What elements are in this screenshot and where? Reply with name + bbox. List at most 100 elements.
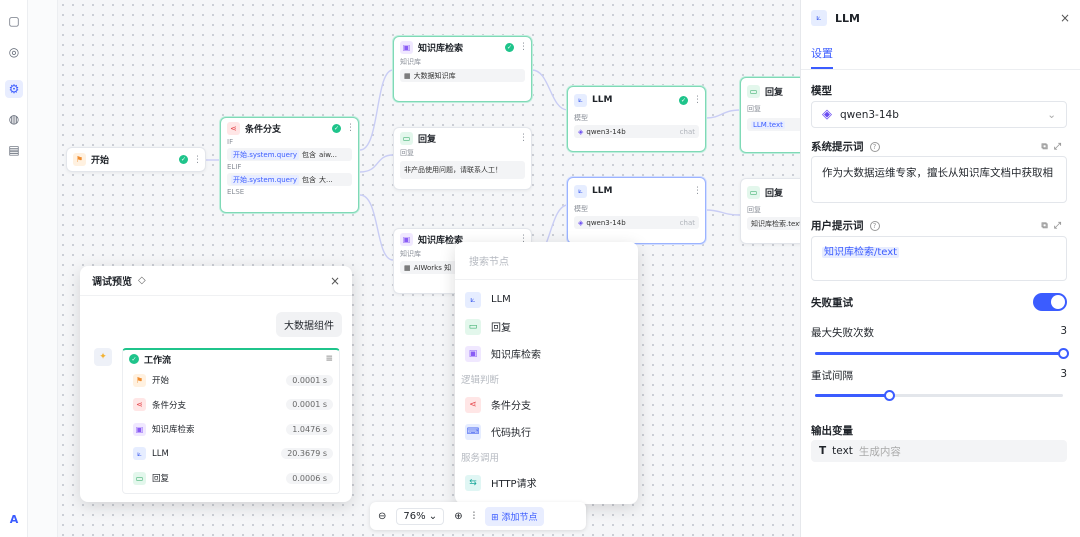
condition-operator: 包含 [301, 175, 316, 184]
prompt-tools[interactable]: ⧉⤢ [1041, 220, 1067, 231]
layout-icon[interactable]: ⫶ [472, 510, 476, 522]
condition-operator: 包含 [301, 150, 316, 159]
model-mode: chat [679, 218, 695, 227]
node-condition-branch[interactable]: ⋖ 条件分支 ✓ ⋮ IF 开始.system.query 包含 aiw... … [220, 117, 359, 213]
zoom-select[interactable]: 76% ⌄ [396, 507, 445, 525]
node-reply-1[interactable]: ▭ 回复 回复 LLM.text [740, 77, 810, 153]
interval-slider[interactable] [815, 390, 1063, 401]
menu-item-condition[interactable]: ⋖ 条件分支 [455, 391, 638, 418]
menu-item-label: HTTP请求 [491, 479, 537, 490]
close-icon[interactable]: × [1059, 11, 1070, 25]
tab-settings[interactable]: 设置 [811, 45, 833, 69]
max-retry-row: 最大失败次数 3 [811, 325, 1067, 340]
node-start[interactable]: ⚑ 开始 ✓ ⋮ [66, 147, 206, 172]
node-llm-2[interactable]: ⟀ LLM ⋮ 模型 ◈ qwen3-14b chat [567, 177, 706, 244]
retry-row: 失败重试 [811, 293, 1067, 311]
menu-item-llm[interactable]: ⟀ LLM [455, 286, 638, 313]
model-select[interactable]: ◈ qwen3-14b ⌄ [811, 101, 1067, 128]
collapse-icon[interactable]: ≡ [325, 354, 333, 364]
menu-item-kb-search[interactable]: ▣ 知识库检索 [455, 340, 638, 367]
node-reply-2[interactable]: ▭ 回复 回复 知识库检索.text [740, 178, 810, 244]
more-icon[interactable]: ⋮ [693, 186, 702, 196]
menu-item-label: LLM [491, 294, 511, 305]
elif-condition: 开始.system.query 包含 大... [227, 173, 352, 186]
node-field-label: 模型 [574, 114, 588, 122]
slider-thumb[interactable] [884, 390, 896, 401]
user-prompt-textarea[interactable]: 知识库检索/text [811, 236, 1067, 281]
menu-item-label: 代码执行 [491, 428, 531, 439]
document-icon[interactable]: ▤ [8, 143, 20, 157]
zoom-out-icon[interactable]: ⊖ [378, 510, 387, 522]
node-search-input[interactable]: 搜索节点 [455, 242, 638, 280]
code-icon: ⌨ [465, 423, 481, 440]
panel-title: LLM [835, 11, 860, 25]
output-label: 输出变量 [811, 423, 1067, 438]
menu-item-code[interactable]: ⌨ 代码执行 [455, 418, 638, 445]
success-check-icon: ✓ [129, 354, 139, 364]
left-nav-bar: ▢ ◎ ⚙ ◍ ▤ A [0, 0, 28, 537]
condition-variable: 开始.system.query [231, 149, 299, 160]
label-text: 用户提示词 [811, 220, 864, 232]
branch-icon: ⋖ [133, 398, 146, 412]
eraser-icon[interactable]: ◇ [138, 275, 146, 286]
menu-category: 逻辑判断 [461, 375, 500, 386]
user-prompt-label: 用户提示词 ? ⧉⤢ [811, 218, 1067, 233]
menu-item-http[interactable]: ⇆ HTTP请求 [455, 469, 638, 496]
canvas-gutter [28, 0, 58, 537]
max-retry-slider[interactable] [815, 348, 1069, 359]
node-kb-search-1[interactable]: ▣ 知识库检索 ✓ ⋮ 知识库 ▦ 大数据知识库 [393, 36, 532, 102]
more-icon[interactable]: ⋮ [346, 123, 355, 133]
more-icon[interactable]: ⋮ [693, 95, 702, 105]
help-icon[interactable]: ? [869, 220, 880, 231]
menu-item-label: 回复 [491, 323, 511, 334]
more-icon[interactable]: ⋮ [193, 154, 202, 165]
interval-row: 重试间隔 3 [811, 368, 1067, 383]
node-reply-fallback[interactable]: ▭ 回复 ⋮ 回复 非产品使用问题，请联系人工！ [393, 127, 532, 190]
workflow-icon[interactable]: ⚙ [5, 80, 23, 98]
more-icon[interactable]: ⋮ [519, 133, 528, 143]
slider-fill [815, 394, 890, 397]
more-icon[interactable]: ⋮ [519, 234, 528, 244]
node-llm-1[interactable]: ⟀ LLM ✓ ⋮ 模型 ◈ qwen3-14b chat [567, 86, 706, 152]
node-title: LLM [592, 186, 613, 196]
help-icon[interactable]: ? [869, 141, 880, 152]
node-title: 回复 [765, 87, 784, 98]
prompt-tools[interactable]: ⧉⤢ [1041, 141, 1067, 152]
add-node-button[interactable]: ⊞ 添加节点 [485, 506, 544, 526]
sidebar-toggle-icon[interactable]: ▢ [8, 14, 20, 28]
more-icon[interactable]: ⋮ [519, 42, 528, 52]
menu-item-reply[interactable]: ▭ 回复 [455, 313, 638, 340]
condition-value: aiw... [318, 150, 337, 159]
retry-toggle[interactable] [1033, 293, 1067, 311]
book-icon: ▣ [400, 40, 413, 54]
zoom-in-icon[interactable]: ⊕ [454, 510, 463, 522]
system-prompt-textarea[interactable]: 作为大数据运维专家，擅长从知识库文档中获取相 [811, 156, 1067, 203]
label-text: 最大失败次数 [811, 327, 874, 339]
kb-name: 大数据知识库 [413, 71, 456, 80]
reply-icon: ▭ [400, 131, 413, 145]
max-retry-value: 3 [1060, 325, 1067, 337]
slider-thumb[interactable] [1058, 348, 1069, 359]
label-text: 输出变量 [811, 425, 853, 437]
logo-icon[interactable]: ◎ [8, 45, 20, 59]
flag-icon: ⚑ [133, 373, 146, 387]
reply-icon: ▭ [465, 318, 481, 335]
elif-label: ELIF [227, 163, 242, 171]
variable-tag: 知识库检索.text [751, 219, 803, 228]
success-check-icon: ✓ [679, 95, 688, 105]
trace-step: ⋖ 条件分支 0.0001 s [123, 393, 339, 418]
globe-icon[interactable]: ◍ [8, 112, 20, 126]
model-logo-icon: ◈ [578, 127, 584, 136]
reply-icon: ▭ [133, 471, 146, 485]
avatar[interactable]: A [9, 512, 19, 526]
user-message: 大数据组件 [276, 312, 342, 337]
if-condition: 开始.system.query 包含 aiw... [227, 148, 352, 161]
node-field-label: 回复 [400, 149, 414, 157]
step-time: 0.0001 s [286, 399, 333, 411]
search-placeholder: 搜索节点 [469, 257, 509, 268]
llm-icon: ⟀ [465, 291, 481, 308]
else-label: ELSE [227, 188, 245, 196]
close-icon[interactable]: × [329, 273, 340, 288]
text-type-icon: T [819, 445, 827, 457]
condition-value: 大... [318, 175, 333, 184]
